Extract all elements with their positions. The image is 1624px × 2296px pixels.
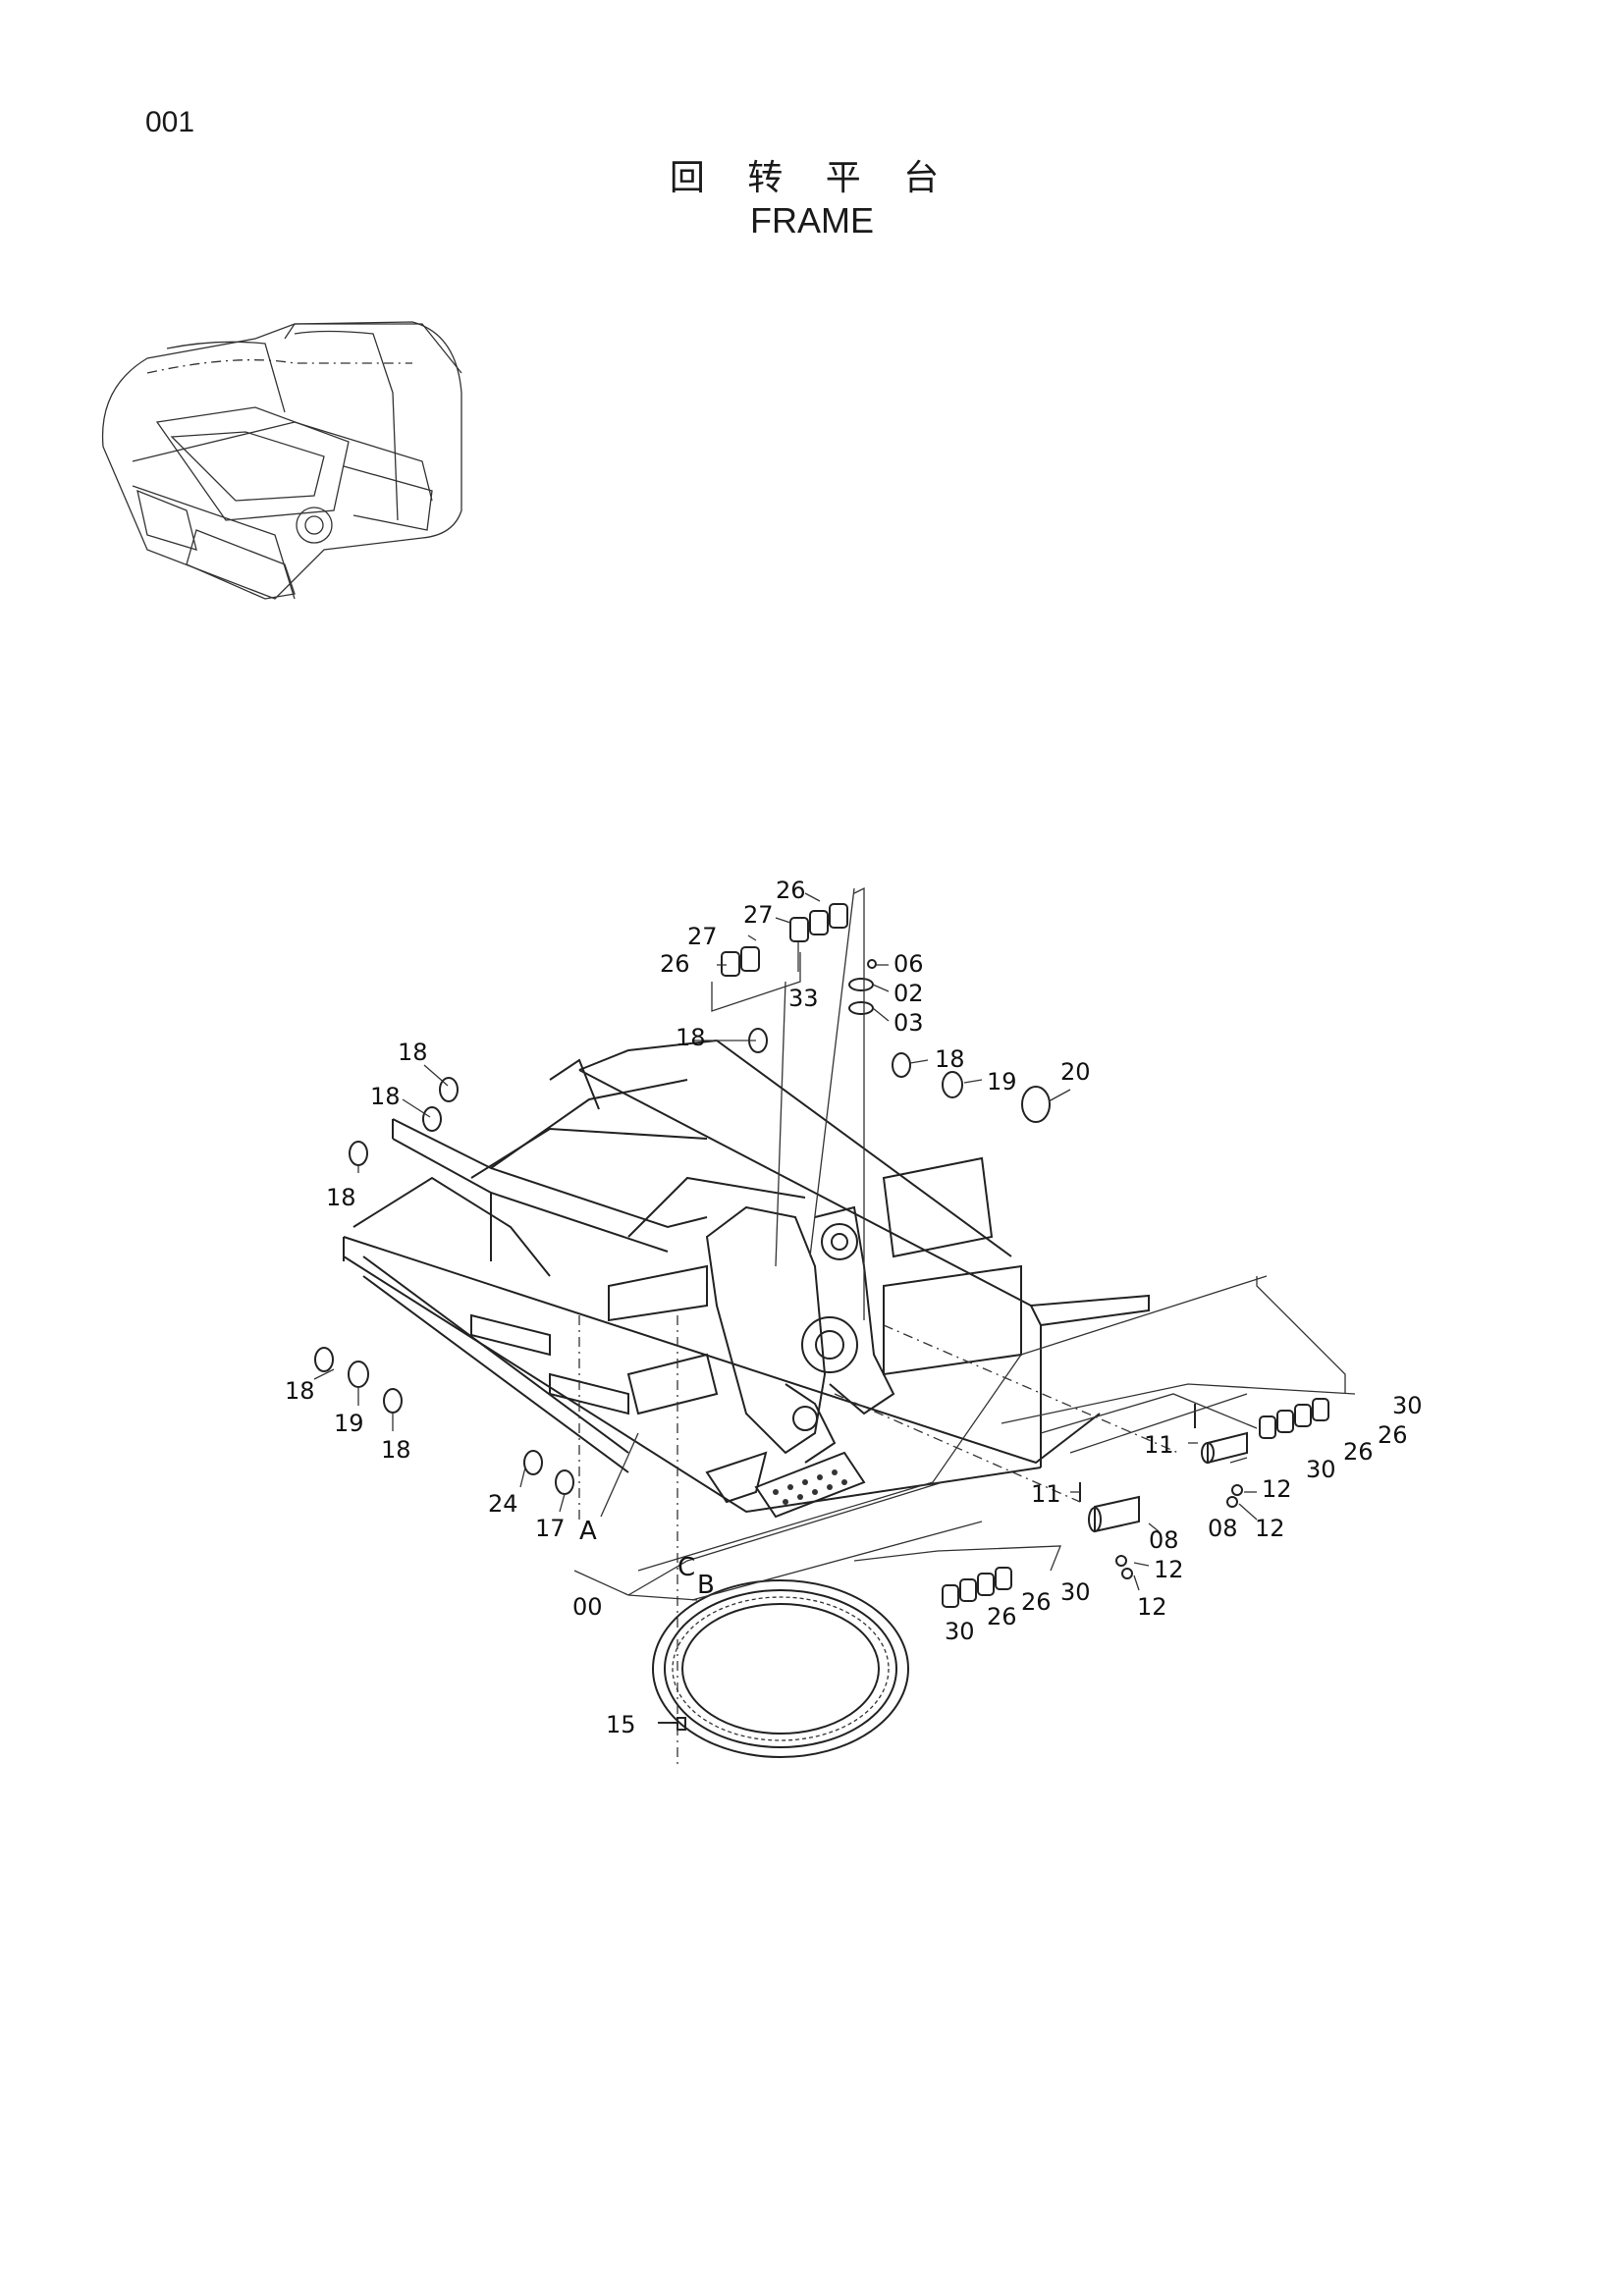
callout-06: 06	[893, 950, 924, 978]
callout-26-right-b: 26	[1378, 1421, 1408, 1449]
callout-30-right-b: 30	[1392, 1392, 1423, 1419]
callout-12-left-b: 12	[1137, 1593, 1167, 1621]
page-title-chinese: 回 转 平 台	[669, 158, 955, 198]
callout-03: 03	[893, 1009, 924, 1037]
callout-02: 02	[893, 980, 924, 1007]
callout-20: 20	[1060, 1058, 1091, 1086]
callout-15: 15	[606, 1711, 636, 1738]
callout-00: 00	[572, 1593, 603, 1621]
callout-C: C	[677, 1553, 695, 1582]
callout-18-right: 18	[935, 1045, 965, 1073]
callout-26-top: 26	[776, 877, 806, 904]
callout-17: 17	[535, 1515, 566, 1542]
callout-12-right-b: 12	[1255, 1515, 1285, 1542]
callout-27-lower: 27	[687, 923, 718, 950]
callout-18-bottom-mid: 18	[381, 1436, 411, 1464]
callout-18-left-a: 18	[398, 1039, 428, 1066]
callout-26-lower-left: 26	[987, 1603, 1017, 1630]
callout-18-left-c: 18	[326, 1184, 356, 1211]
upper-frame-assembly	[343, 1039, 1150, 1519]
callout-11-left: 11	[1031, 1480, 1061, 1508]
callout-18-center: 18	[676, 1024, 706, 1051]
machine-overview-thumbnail	[101, 321, 462, 600]
callout-30-lower-right: 30	[1060, 1578, 1091, 1606]
leader-lines	[313, 886, 1356, 1767]
callout-18-bottom-left: 18	[285, 1377, 315, 1405]
callout-30-right-a: 30	[1306, 1456, 1336, 1483]
callout-27-upper: 27	[743, 901, 774, 929]
seals	[314, 959, 1243, 1731]
callout-18-left-b: 18	[370, 1083, 401, 1110]
page-title-english: FRAME	[750, 200, 874, 240]
callout-A: A	[579, 1517, 597, 1546]
callout-19-bottom-left: 19	[334, 1410, 364, 1437]
callout-12-left-a: 12	[1154, 1556, 1184, 1583]
callout-30-lower-left: 30	[945, 1618, 975, 1645]
callout-labels: 26 27 27 26 33 06 02 03 18 18 18 18 19 1…	[285, 877, 1423, 1738]
page-number: 001	[145, 106, 195, 138]
callout-26-right-a: 26	[1343, 1438, 1374, 1466]
callout-26-left: 26	[660, 950, 690, 978]
pin-details	[1079, 1404, 1248, 1533]
callout-33: 33	[788, 985, 819, 1012]
callout-B: B	[697, 1571, 715, 1600]
callout-11-right: 11	[1144, 1431, 1174, 1459]
shim-plates	[721, 903, 1329, 1608]
callout-08-left: 08	[1149, 1526, 1179, 1554]
callout-12-right-a: 12	[1262, 1475, 1292, 1503]
callout-24: 24	[488, 1490, 518, 1518]
callout-26-lower-right: 26	[1021, 1588, 1052, 1616]
callout-19-right: 19	[987, 1068, 1017, 1095]
swing-bearing	[652, 1579, 909, 1758]
callout-08-right: 08	[1208, 1515, 1238, 1542]
